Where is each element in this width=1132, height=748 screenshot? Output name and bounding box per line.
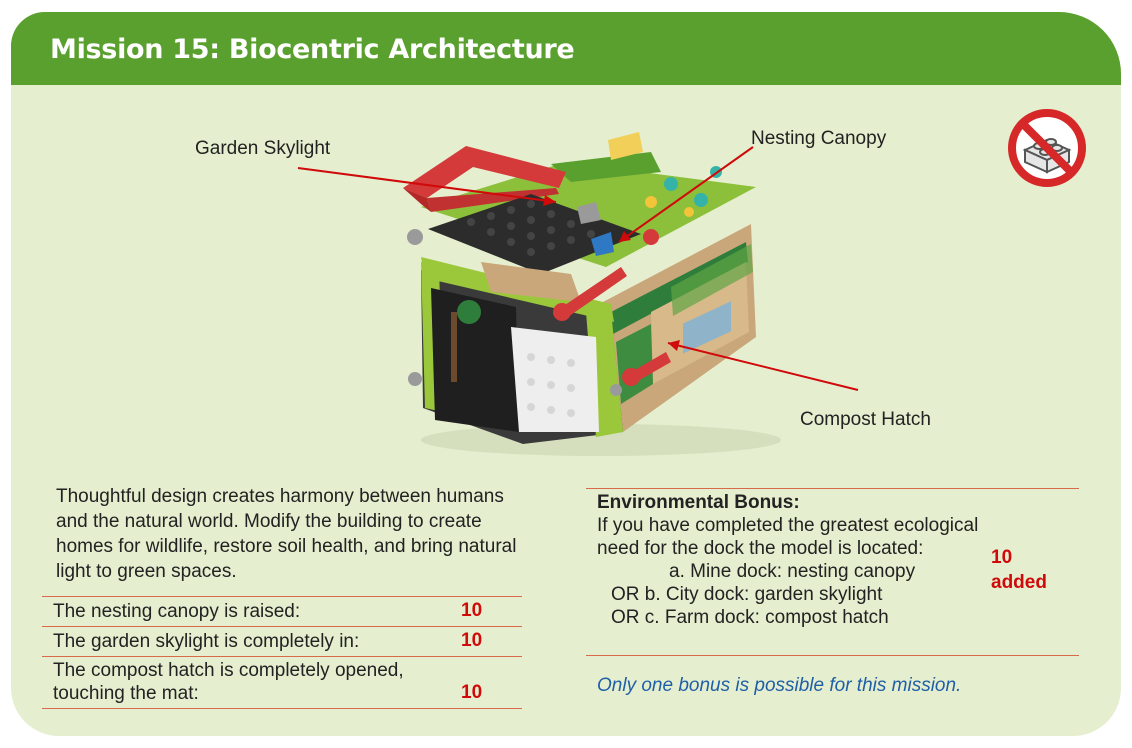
score-points-garden-skylight: 10 xyxy=(461,630,483,651)
bonus-note: Only one bonus is possible for this miss… xyxy=(597,675,962,696)
callout-nesting-canopy: Nesting Canopy xyxy=(751,128,887,149)
score-label-garden-skylight: The garden skylight is completely in: xyxy=(53,631,360,652)
bonus-option-mine: a. Mine dock: nesting canopy xyxy=(669,561,916,582)
bonus-option-city: OR b. City dock: garden skylight xyxy=(611,584,883,605)
score-divider xyxy=(42,708,522,709)
environmental-bonus: Environmental Bonus: If you have complet… xyxy=(597,491,1017,629)
bonus-points: 10 added xyxy=(991,545,1047,595)
mission-description: Thoughtful design creates harmony betwee… xyxy=(56,486,517,582)
mission-title: Mission 15: Biocentric Architecture xyxy=(50,34,575,65)
score-divider xyxy=(42,596,522,597)
callout-garden-skylight: Garden Skylight xyxy=(195,138,331,159)
bonus-divider xyxy=(586,488,1079,489)
score-label-compost-hatch: The compost hatch is completely opened, … xyxy=(53,660,404,704)
callout-compost-hatch: Compost Hatch xyxy=(800,409,931,430)
bonus-text: If you have completed the greatest ecolo… xyxy=(597,515,979,559)
score-divider xyxy=(42,656,522,657)
bonus-points-value: 10 xyxy=(991,547,1013,568)
score-points-nesting-canopy: 10 xyxy=(461,600,483,621)
score-points-compost-hatch: 10 xyxy=(461,682,483,703)
bonus-divider xyxy=(586,655,1079,656)
bonus-option-farm: OR c. Farm dock: compost hatch xyxy=(611,607,889,628)
score-divider xyxy=(42,626,522,627)
bonus-heading: Environmental Bonus: xyxy=(597,492,800,513)
bonus-points-suffix: added xyxy=(991,572,1047,593)
score-label-nesting-canopy: The nesting canopy is raised: xyxy=(53,601,301,622)
no-lego-brick-icon xyxy=(1008,109,1086,187)
model-photo xyxy=(297,132,859,456)
mission-card: Mission 15: Biocentric Architecture xyxy=(11,12,1121,736)
mission-header: Mission 15: Biocentric Architecture xyxy=(11,12,1121,85)
